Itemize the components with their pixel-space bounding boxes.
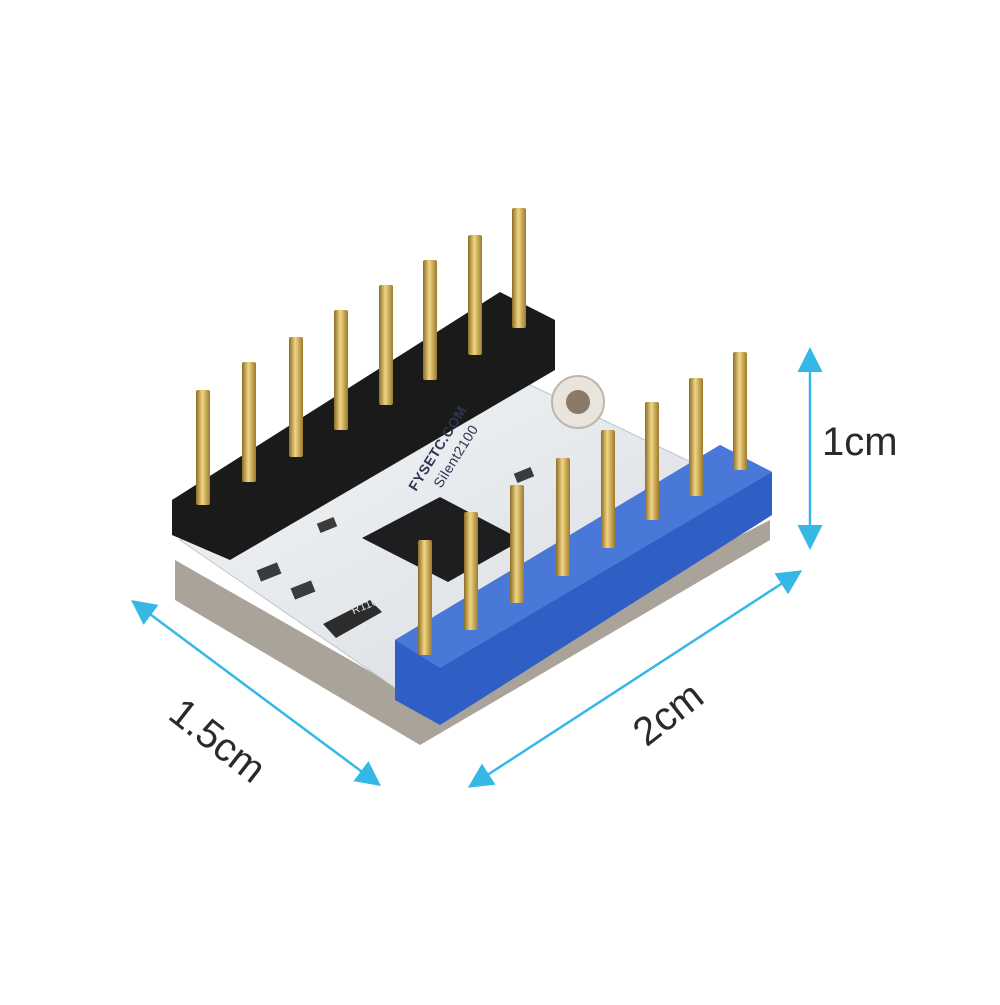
- smd-component: [513, 466, 535, 484]
- right-pin-row: [418, 352, 747, 655]
- header-pin: [512, 208, 526, 328]
- header-pin: [379, 285, 393, 405]
- blue-header-top: [395, 445, 772, 668]
- header-pin: [556, 458, 570, 576]
- header-pin: [645, 402, 659, 520]
- header-pin: [423, 260, 437, 380]
- width-arrow: [467, 570, 803, 788]
- header-pin: [464, 512, 478, 630]
- black-header: [172, 292, 555, 560]
- header-pin: [510, 485, 524, 603]
- header-pin: [418, 540, 432, 655]
- height-dimension-label: 1cm: [822, 420, 898, 464]
- resistor: [323, 600, 382, 638]
- header-pin: [242, 362, 256, 482]
- driver-chip: [362, 497, 522, 582]
- potentiometer-screw: [566, 390, 590, 414]
- header-pin: [601, 430, 615, 548]
- header-pin: [689, 378, 703, 496]
- depth-arrow: [130, 600, 382, 786]
- header-pin: [468, 235, 482, 355]
- header-pin: [334, 310, 348, 430]
- smd-component: [256, 562, 282, 582]
- smd-component: [316, 516, 338, 534]
- left-pin-row: [196, 208, 526, 505]
- header-pin: [733, 352, 747, 470]
- smd-component: [290, 580, 316, 600]
- header-pin: [196, 390, 210, 505]
- header-pin: [289, 337, 303, 457]
